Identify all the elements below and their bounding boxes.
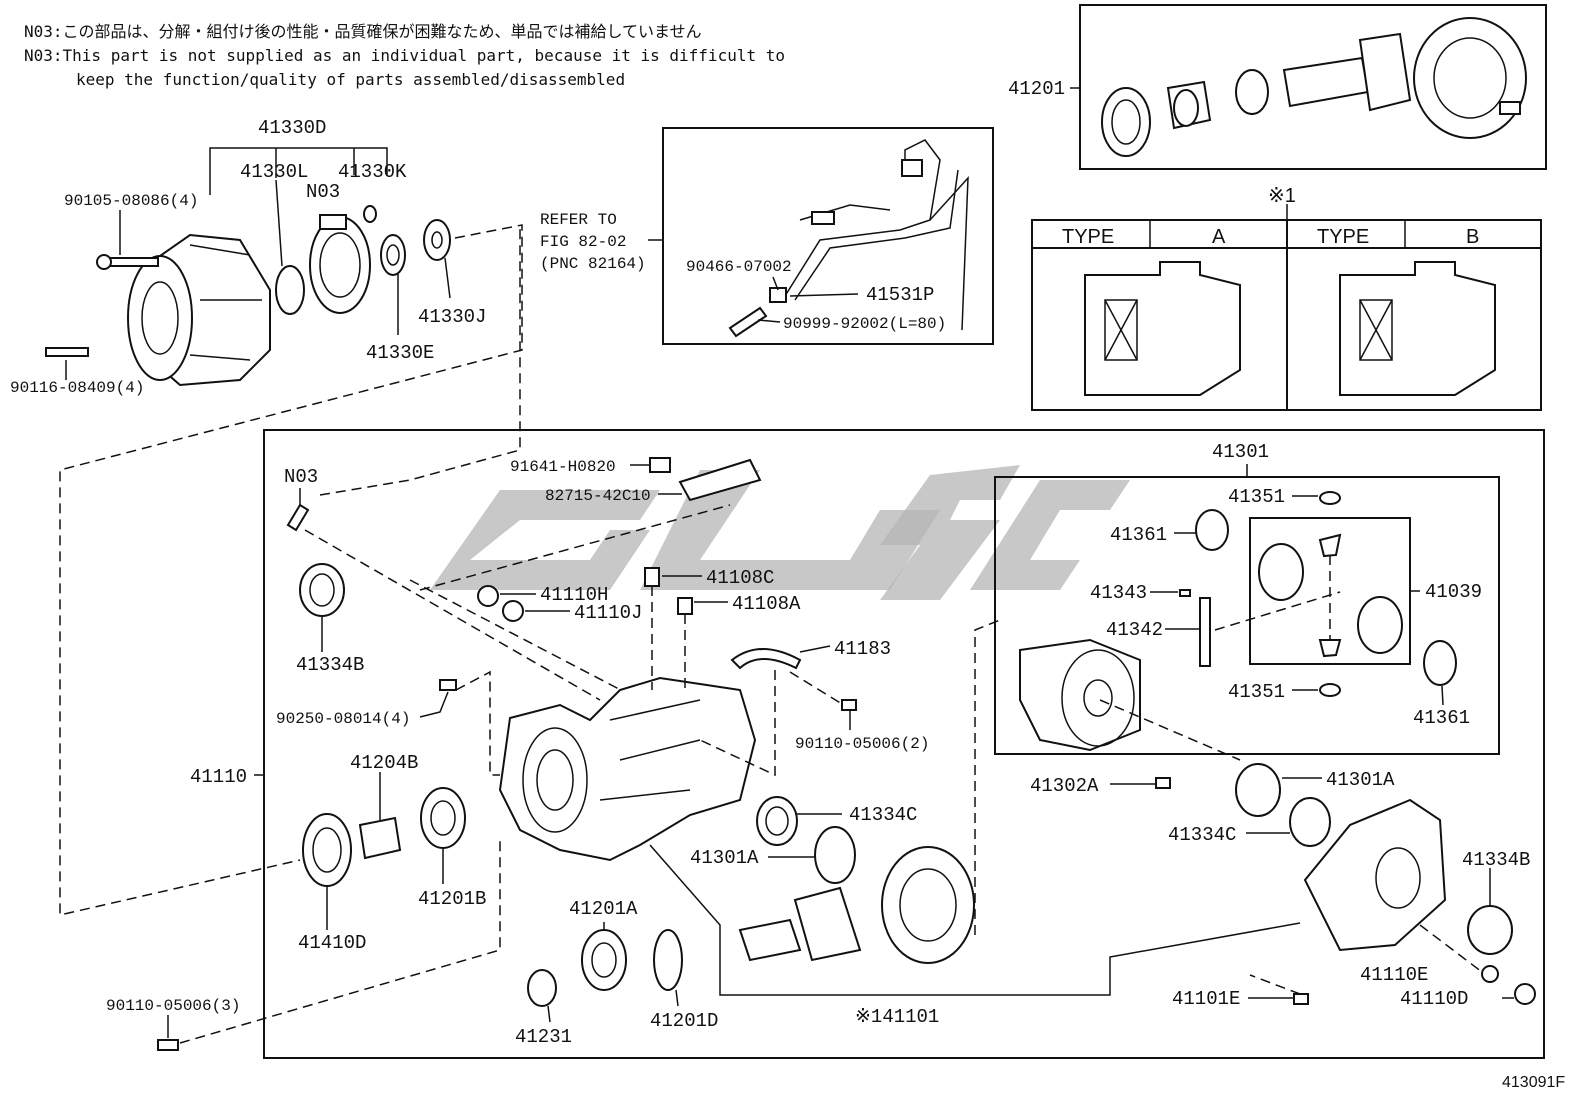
part-label-82715-42C10: 82715-42C10 [545, 487, 651, 505]
part-label-41231: 41231 [515, 1026, 572, 1048]
note-english-line2: keep the function/quality of parts assem… [76, 70, 625, 89]
part-label-41110D: 41110D [1400, 988, 1468, 1010]
type-table-col2-head: TYPE [1317, 226, 1369, 248]
part-label-41334B-left: 41334B [296, 654, 364, 676]
part-label-41108C: 41108C [706, 567, 774, 589]
part-label-90105-08086: 90105-08086(4) [64, 192, 198, 210]
refer-line3: (PNC 82164) [540, 255, 646, 273]
part-label-41108A: 41108A [732, 593, 801, 615]
part-label-41201D: 41201D [650, 1010, 718, 1032]
main-assembly-box [263, 429, 1545, 1059]
part-label-41183: 41183 [834, 638, 891, 660]
watermark-logo [430, 465, 1130, 600]
part-label-41204B: 41204B [350, 752, 418, 774]
cover-assembly [45, 147, 523, 916]
part-label-41330K: 41330K [338, 161, 407, 183]
part-label-41361-bottom: 41361 [1413, 707, 1470, 729]
part-label-90110-05006-2: 90110-05006(2) [795, 735, 929, 753]
part-label-41301: 41301 [1212, 441, 1269, 463]
part-label-41330D: 41330D [258, 117, 326, 139]
type-table-col2-value: B [1466, 226, 1479, 248]
part-label-41301A-left: 41301A [690, 847, 759, 869]
part-label-41101E: 41101E [1172, 988, 1240, 1010]
part-label-41334B-right: 41334B [1462, 849, 1530, 871]
part-label-141101: ※141101 [855, 1006, 939, 1028]
part-label-41343: 41343 [1090, 582, 1147, 604]
part-label-41110: 41110 [190, 766, 247, 788]
ring-gear-set-drawing [1101, 17, 1527, 157]
part-label-41361-top: 41361 [1110, 524, 1167, 546]
note-english-line1: N03:This part is not supplied as an indi… [24, 46, 785, 65]
part-label-90999-92002: 90999-92002(L=80) [783, 315, 946, 333]
part-label-41110E: 41110E [1360, 964, 1428, 986]
figure-number: 413091F [1502, 1074, 1565, 1091]
part-label-41039: 41039 [1425, 581, 1482, 603]
breather-hose-drawing [728, 139, 969, 338]
note-japanese: N03:この部品は、分解・組付け後の性能・品質確保が困難なため、単品では補給して… [24, 22, 702, 41]
part-label-n03: N03 [306, 181, 340, 203]
breather-hose-box [662, 127, 994, 345]
part-label-41334C-right: 41334C [1168, 824, 1236, 846]
part-label-n03-vent: N03 [284, 466, 318, 488]
part-label-90110-05006-3: 90110-05006(3) [106, 997, 240, 1015]
part-label-41201A: 41201A [569, 898, 638, 920]
part-label-41330J: 41330J [418, 306, 486, 328]
type-table-mark: ※1 [1268, 185, 1296, 207]
refer-line2: FIG 82-02 [540, 233, 626, 251]
part-label-41351-top: 41351 [1228, 486, 1285, 508]
part-label-41201B: 41201B [418, 888, 486, 910]
part-label-41201: 41201 [1008, 78, 1065, 100]
part-label-91641-H0820: 91641-H0820 [510, 458, 616, 476]
part-label-41531P: 41531P [866, 284, 934, 306]
ring-gear-set-box [1079, 4, 1547, 170]
part-label-41110H: 41110H [540, 584, 608, 606]
type-table-col1-head: TYPE [1062, 226, 1114, 248]
part-label-90250-08014: 90250-08014(4) [276, 710, 410, 728]
part-label-41334C-left: 41334C [849, 804, 917, 826]
part-label-41351-bottom: 41351 [1228, 681, 1285, 703]
part-label-41330E: 41330E [366, 342, 434, 364]
type-table-col1-value: A [1212, 226, 1226, 248]
part-label-41302A: 41302A [1030, 775, 1099, 797]
part-label-41410D: 41410D [298, 932, 366, 954]
type-table [1031, 219, 1542, 411]
part-label-90116-08409: 90116-08409(4) [10, 379, 144, 397]
main-assembly-drawing [157, 225, 1536, 1051]
part-label-41330L: 41330L [240, 161, 308, 183]
part-label-41110J: 41110J [574, 602, 642, 624]
part-label-41342: 41342 [1106, 619, 1163, 641]
part-label-90466-07002: 90466-07002 [686, 258, 792, 276]
refer-line1: REFER TO [540, 211, 617, 229]
part-label-41301A-right: 41301A [1326, 769, 1395, 791]
